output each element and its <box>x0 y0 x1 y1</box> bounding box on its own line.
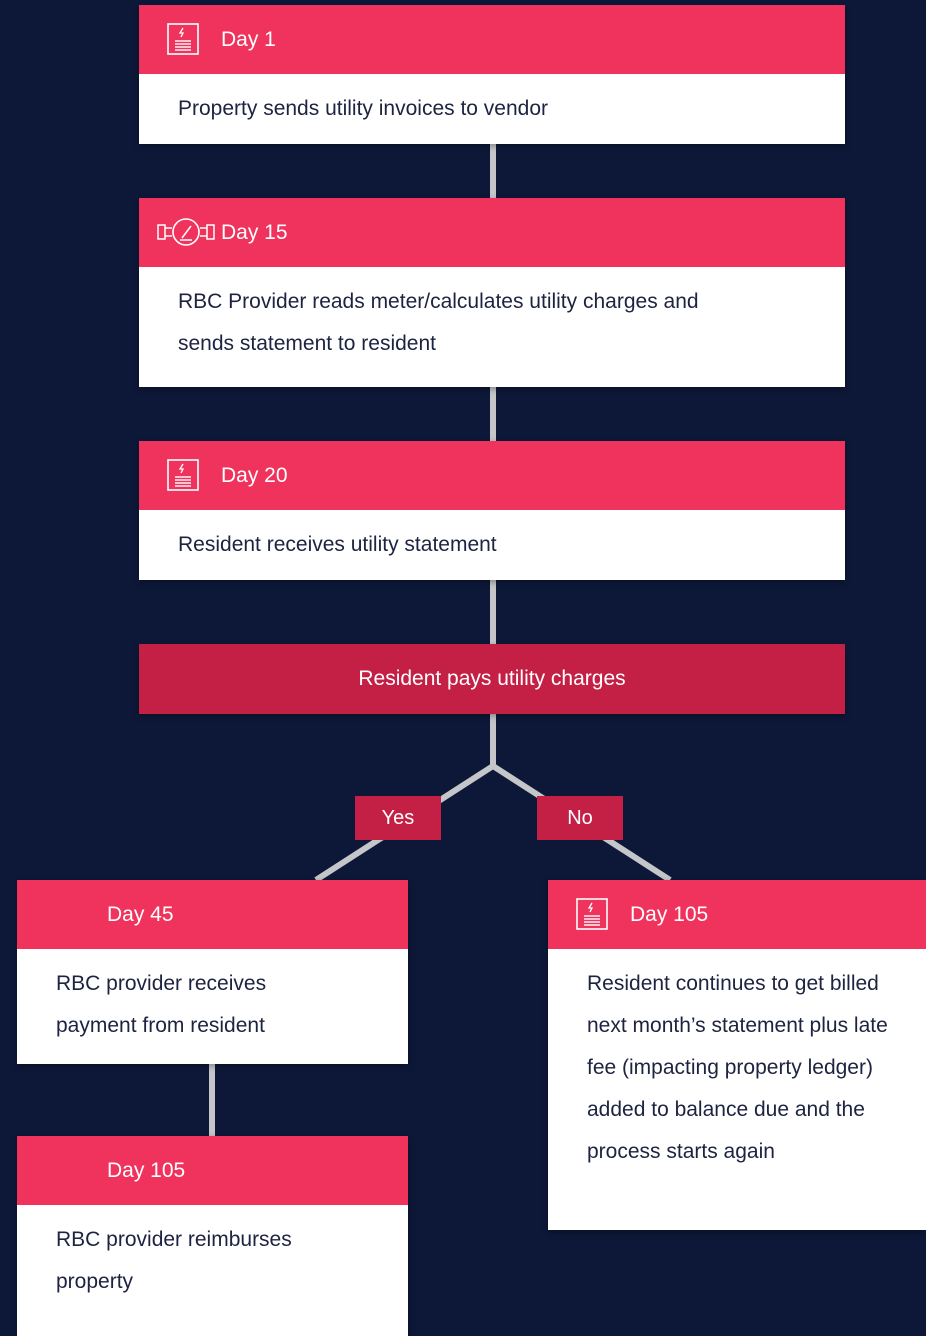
no-card-day105: Day 105 Resident continues to get billed… <box>548 880 926 1230</box>
step-day-label: Day 1 <box>221 27 276 51</box>
decision-box: Resident pays utility charges <box>139 644 845 714</box>
step-day-label: Day 15 <box>221 220 288 244</box>
step-description: Resident receives utility statement <box>178 533 497 556</box>
step-description: Property sends utility invoices to vendo… <box>178 97 549 120</box>
step-header: Day 105 <box>548 880 926 949</box>
step-card-day20: Day 20 Resident receives utility stateme… <box>139 441 845 580</box>
invoice-icon <box>576 898 608 930</box>
step-description: RBC Provider reads meter/calculates util… <box>178 290 699 355</box>
step-header: Day 1 <box>139 5 845 74</box>
invoice-icon <box>167 23 199 55</box>
step-description: RBC provider receives payment from resid… <box>56 972 267 1037</box>
step-header: Day 105 <box>17 1136 408 1205</box>
step-header: Day 20 <box>139 441 845 510</box>
yes-branch-label: Yes <box>355 796 441 840</box>
step-card-day15: Day 15 RBC Provider reads meter/calculat… <box>139 198 845 387</box>
step-header: Day 15 <box>139 198 845 267</box>
step-day-label: Day 45 <box>107 902 174 926</box>
invoice-icon <box>167 459 199 491</box>
step-day-label: Day 105 <box>630 902 709 926</box>
meter-icon <box>157 218 215 246</box>
yes-card-day105: Day 105 RBC provider reimburses property <box>17 1136 408 1336</box>
step-header: Day 45 <box>17 880 408 949</box>
yes-card-day45: Day 45 RBC provider receives payment fro… <box>17 880 408 1064</box>
step-day-label: Day 20 <box>221 463 288 487</box>
step-description: Resident continues to get billed next mo… <box>587 972 888 1163</box>
step-day-label: Day 105 <box>107 1158 186 1182</box>
no-branch-label: No <box>537 796 623 840</box>
step-card-day1: Day 1 Property sends utility invoices to… <box>139 5 845 144</box>
step-description: RBC provider reimburses property <box>56 1228 292 1293</box>
